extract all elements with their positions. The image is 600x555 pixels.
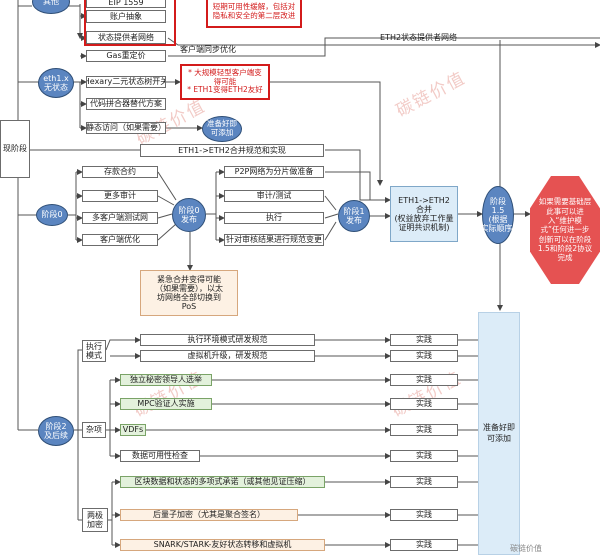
node-jieduan0-fabu: 阶段0 发布 bbox=[172, 198, 206, 232]
node-shijian: 实践 bbox=[390, 476, 458, 488]
node-jingtai: 静态访问（如果需要） bbox=[86, 122, 166, 134]
node-shijian: 实践 bbox=[390, 539, 458, 551]
node-shijian: 实践 bbox=[390, 398, 458, 410]
node-eth-merge-box: ETH1->ETH2 合并 (权益放弃工作量 证明共识机制) bbox=[390, 186, 458, 242]
node-shijian: 实践 bbox=[390, 374, 458, 386]
node-hexary: Hexary二元状态树开关 bbox=[86, 76, 166, 88]
node-cunkuan: 存款合约 bbox=[82, 166, 158, 178]
node-jinji: 紧急合并变得可能 （如果需要），以太 坊网络全部切换到 PoS bbox=[140, 270, 238, 316]
node-shijian: 实践 bbox=[390, 424, 458, 436]
node-jieduan1-fabu: 阶段1 发布 bbox=[338, 200, 370, 232]
node-houliangzi: 后量子加密（尤其是聚合签名） bbox=[120, 509, 298, 521]
node-zaxiang: 杂项 bbox=[82, 422, 106, 438]
node-duokehu-ceshi: 多客户端测试网 bbox=[82, 212, 158, 224]
node-shijian: 实践 bbox=[390, 450, 458, 462]
node-eth2-state-network: ETH2状态提供者网络 bbox=[380, 33, 458, 42]
red-highlight-frame bbox=[84, 0, 176, 46]
node-gas: Gas重定价 bbox=[86, 50, 166, 62]
node-red-octagon: 如果需要基础层 此事可以进 入“维护模 式”任何进一步 创新可以在阶段 1.5和… bbox=[530, 176, 600, 284]
node-daima: 代码拼合器替代方案 bbox=[86, 98, 166, 110]
node-vdfs: VDFs bbox=[120, 424, 146, 436]
node-shuju-keyong: 数据可用性检查 bbox=[120, 450, 200, 462]
node-jieduan0: 阶段0 bbox=[36, 204, 68, 226]
node-p2p: P2P网络为分片做准备 bbox=[224, 166, 324, 178]
node-shenji-ceshi: 审计/测试 bbox=[224, 190, 324, 202]
node-xuni-jiqi: 虚拟机升级，研发规范 bbox=[140, 350, 315, 362]
node-duli-mimi: 独立秘密领导人选举 bbox=[120, 374, 212, 386]
footer-watermark: 碳链价值 bbox=[510, 544, 542, 553]
node-kehuduan-tongbu: 客户端同步优化 bbox=[180, 45, 236, 54]
node-light-note: * 大规模轻型客户端变 得可能 * ETH1变得ETH2友好 bbox=[180, 64, 270, 100]
node-shijian: 实践 bbox=[390, 334, 458, 346]
node-zhunbei2: 准备好即 可添加 bbox=[478, 312, 520, 555]
node-zhixing-huanjing: 执行环境模式研发规范 bbox=[140, 334, 315, 346]
node-kehuduan-youhua: 客户端优化 bbox=[82, 234, 158, 246]
node-gengduo-shenji: 更多审计 bbox=[82, 190, 158, 202]
node-zhuangtai-wangluo: 状态提供者网络 bbox=[86, 31, 166, 44]
node-xianjieduan: 现阶段 bbox=[0, 120, 30, 178]
node-qukuai-shuju: 区块数据和状态的多项式承诺（或其他见证压缩） bbox=[120, 476, 325, 488]
node-jieduan15: 阶段 1.5 (根据 实际顺序) bbox=[480, 186, 516, 244]
node-shijian: 实践 bbox=[390, 350, 458, 362]
node-zhendui: 针对审核结果进行规范变更 bbox=[224, 234, 324, 246]
node-eth1x: eth1.x 无状态 bbox=[38, 68, 74, 98]
node-zhunbei1: 准备好即 可添加 bbox=[202, 116, 242, 142]
node-eip1559: EIP 1559 bbox=[86, 0, 166, 8]
node-red-note: 短期可用性缓解，包括对 隐私和安全的第二层改进 bbox=[206, 0, 302, 28]
node-zhixing: 执行 bbox=[224, 212, 324, 224]
node-snark: SNARK/STARK-友好状态转移和虚拟机 bbox=[120, 539, 325, 551]
node-shijian: 实践 bbox=[390, 509, 458, 521]
node-mpc: MPC验证人实施 bbox=[120, 398, 212, 410]
node-jieduan2: 阶段2 及后续 bbox=[38, 416, 74, 446]
node-zhanghu: 账户抽象 bbox=[86, 10, 166, 23]
node-liangji-jiami: 两极 加密 bbox=[82, 508, 108, 532]
node-eth1-eth2-merge: ETH1->ETH2合并规范和实现 bbox=[140, 144, 324, 157]
node-zhixing-moshi: 执行 模式 bbox=[82, 340, 106, 362]
